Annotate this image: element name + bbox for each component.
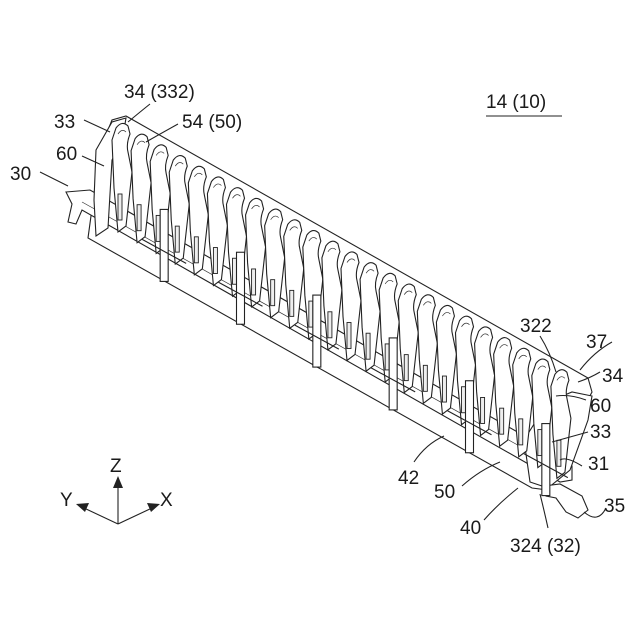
vertical-post	[237, 252, 245, 324]
fin-slot	[423, 365, 427, 391]
fin-slot	[175, 226, 179, 252]
leader-42	[414, 436, 444, 462]
fin-slot	[385, 344, 389, 370]
fin-slot	[290, 290, 294, 316]
label-54-50: 54 (50)	[182, 112, 242, 133]
label-50: 50	[434, 482, 455, 503]
fin-slot	[194, 237, 198, 263]
vertical-post	[466, 381, 474, 453]
leader-30	[40, 172, 68, 186]
axis-label-x: X	[160, 490, 173, 511]
label-34-right: 34	[602, 366, 624, 387]
figure-title: 14 (10)	[486, 92, 546, 113]
vertical-post	[313, 295, 321, 367]
axis-label-z: Z	[110, 456, 122, 477]
fin-slot	[366, 333, 370, 359]
end-hook	[544, 484, 588, 518]
label-37: 37	[586, 332, 607, 353]
y-axis-arrow	[84, 508, 118, 524]
fin-slot	[271, 280, 275, 306]
fin-slot	[462, 387, 466, 413]
axis-triad: Z Y X	[60, 456, 173, 524]
label-324-32: 324 (32)	[510, 536, 581, 557]
label-35: 35	[604, 496, 625, 517]
label-30: 30	[10, 164, 31, 185]
leader-34-332	[128, 104, 150, 122]
comb-body	[66, 116, 592, 518]
x-arrowhead	[147, 503, 160, 512]
fin-slot	[500, 408, 504, 434]
vertical-post	[389, 338, 397, 410]
label-60-right: 60	[590, 396, 611, 417]
vertical-post	[542, 424, 550, 496]
leader-33-top	[84, 120, 110, 132]
fin-slot	[252, 269, 256, 295]
fin-slot	[519, 419, 523, 445]
label-60-left: 60	[56, 144, 77, 165]
label-31: 31	[588, 454, 609, 475]
fin-slot	[557, 440, 561, 466]
axis-label-y: Y	[60, 490, 73, 511]
fin-slot	[156, 215, 160, 241]
fin-slot	[309, 301, 313, 327]
label-40: 40	[460, 518, 481, 539]
x-axis-arrow	[118, 508, 152, 524]
label-33-right: 33	[590, 422, 611, 443]
fin-slot	[481, 397, 485, 423]
y-arrowhead	[76, 503, 89, 512]
fin-slot	[137, 205, 141, 231]
fin-slot	[118, 194, 122, 220]
vertical-post	[160, 209, 168, 281]
fin-slot	[328, 312, 332, 338]
fin-slot	[233, 258, 237, 284]
fin-slot	[213, 248, 217, 274]
label-42: 42	[398, 468, 419, 489]
fin-slot	[442, 376, 446, 402]
label-322: 322	[520, 316, 552, 337]
fin-slot	[538, 430, 542, 456]
fin-slot	[404, 355, 408, 381]
label-33-top: 33	[54, 112, 75, 133]
leader-40	[484, 488, 518, 520]
fin-slot	[347, 323, 351, 349]
leader-324-32	[540, 494, 548, 528]
label-34-332: 34 (332)	[124, 82, 195, 103]
z-arrowhead	[113, 476, 123, 488]
